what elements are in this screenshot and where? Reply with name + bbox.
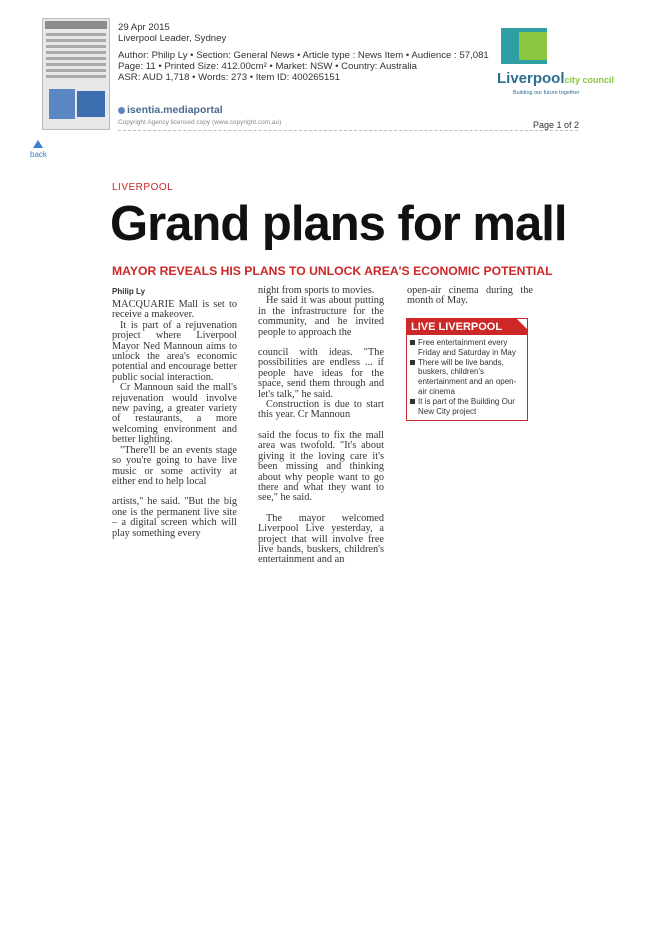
- list-item: Free entertainment every Friday and Satu…: [410, 338, 524, 358]
- up-arrow-icon: [33, 140, 44, 148]
- council-logo: Liverpoolcity council Building our futur…: [497, 28, 617, 103]
- paragraph: Cr Mannoun said the mall's rejuvenation …: [112, 382, 237, 446]
- meta-line: Page: 11 • Printed Size: 412.00cm² • Mar…: [118, 61, 417, 72]
- back-label: back: [30, 150, 47, 159]
- meta-line: Author: Philip Ly • Section: General New…: [118, 50, 489, 61]
- thumbnail-sidebar: [77, 91, 105, 117]
- paragraph: artists," he said. "But the big one is t…: [112, 496, 237, 539]
- article-thumbnail[interactable]: [42, 18, 110, 130]
- paragraph: "There'll be an events stage so you're g…: [112, 444, 237, 487]
- paragraph: He said it was about putting in the infr…: [258, 295, 384, 338]
- paragraph: It is part of a rejuvenation project whe…: [112, 319, 237, 383]
- article-date: 29 Apr 2015: [118, 22, 170, 33]
- council-logo-tagline: Building our future together: [513, 90, 580, 96]
- live-liverpool-box: LIVE LIVERPOOL Free entertainment every …: [406, 318, 528, 422]
- publication-name: Liverpool Leader, Sydney: [118, 33, 227, 44]
- page-indicator: Page 1 of 2: [533, 120, 580, 130]
- article-metadata: 29 Apr 2015 Liverpool Leader, Sydney Aut…: [118, 22, 489, 83]
- isentia-logo-icon: [118, 107, 125, 114]
- list-item: It is part of the Building Our New City …: [410, 397, 524, 417]
- paragraph: night from sports to movies.: [258, 285, 375, 296]
- copyright-notice: Copyright Agency licensed copy (www.copy…: [118, 119, 282, 126]
- bullet-icon: [410, 359, 415, 365]
- live-liverpool-title: LIVE LIVERPOOL: [407, 319, 527, 335]
- meta-line: ASR: AUD 1,718 • Words: 273 • Item ID: 4…: [118, 72, 340, 83]
- paragraph: Construction is due to start this year. …: [258, 399, 384, 421]
- list-item: There will be live bands, buskers, child…: [410, 358, 524, 397]
- section-label: LIVERPOOL: [112, 182, 174, 193]
- paragraph: council with ideas. "The possibilities a…: [258, 347, 384, 400]
- corner-fold-icon: [517, 319, 527, 329]
- article-byline: Philip Ly: [112, 287, 146, 296]
- thumbnail-line: [46, 45, 106, 48]
- bullet-icon: [410, 340, 415, 345]
- article-column-1: MACQUARIE Mall is set to receive a makeo…: [112, 299, 237, 539]
- thumbnail-line: [46, 33, 106, 36]
- thumbnail-headline: [45, 21, 107, 29]
- paragraph: MACQUARIE Mall is set to receive a makeo…: [112, 299, 237, 321]
- thumbnail-line: [46, 57, 106, 60]
- paragraph: said the focus to fix the mall area was …: [258, 429, 384, 504]
- article-column-2: night from sports to movies. He said it …: [258, 285, 384, 566]
- thumbnail-photo: [49, 89, 75, 119]
- back-link[interactable]: back: [30, 140, 47, 159]
- thumbnail-line: [46, 75, 106, 78]
- paragraph: The mayor welcomed Liverpool Live yester…: [258, 512, 384, 566]
- thumbnail-line: [46, 51, 106, 54]
- mediaportal-brand: isentia.mediaportal: [118, 104, 223, 116]
- thumbnail-line: [46, 69, 106, 72]
- brand-name: isentia.mediaportal: [127, 104, 223, 116]
- article-column-3: open-air cinema during the month of May.: [407, 285, 533, 307]
- bullet-icon: [410, 398, 415, 404]
- council-logo-wordmark: Liverpoolcity council: [497, 70, 615, 87]
- live-liverpool-list: Free entertainment every Friday and Satu…: [407, 335, 527, 420]
- article-headline: Grand plans for mall: [110, 197, 567, 251]
- paragraph: open-air cinema during the month of May.: [407, 285, 533, 307]
- council-logo-shape: [519, 32, 547, 60]
- thumbnail-line: [46, 63, 106, 66]
- article-subheadline: MAYOR REVEALS HIS PLANS TO UNLOCK AREA'S…: [112, 264, 553, 278]
- thumbnail-line: [46, 39, 106, 42]
- header-divider: [118, 130, 578, 131]
